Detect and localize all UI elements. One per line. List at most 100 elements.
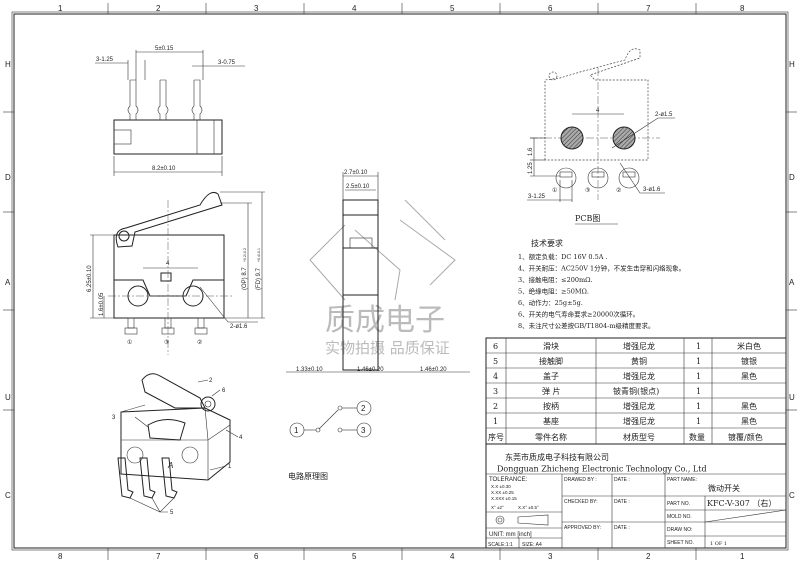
bom-name: 滑块 <box>543 341 559 351</box>
tech-item: 6、开关的电气寿命要求≥20000次循环。 <box>518 310 639 319</box>
pcb-hole <box>560 126 584 150</box>
bom-material: 增强尼龙 <box>623 371 655 381</box>
bom-qty: 1 <box>696 342 701 351</box>
dim-height: 6.25±0.10 <box>87 265 93 292</box>
bom-qty: 1 <box>696 357 701 366</box>
dim-hole-height: 1.6±0.05 <box>99 292 105 316</box>
row-label: D <box>5 173 11 182</box>
checked-by-label: CHECKED BY: <box>564 499 598 505</box>
dim-holes: 2-ø1.6 <box>230 324 248 330</box>
callout-6: 6 <box>222 388 226 394</box>
dim-pitch: 5±0.15 <box>155 46 174 52</box>
tolerance-value: X.XXX ±0.15 <box>491 496 517 501</box>
bom-finish: 黑色 <box>741 401 757 411</box>
column-label: 3 <box>548 552 553 561</box>
part-no-value: KFC-V-307 （右） <box>707 498 776 508</box>
angle-tolerance: X° ±2° <box>491 505 504 510</box>
bom-name: 按柄 <box>543 401 559 411</box>
bom-qty: 1 <box>696 417 701 426</box>
company-name-en: Dongguan Zhicheng Electronic Technology … <box>497 465 707 474</box>
pin-label: ② <box>616 187 621 194</box>
dim-outer-width: 2.7±0.10 <box>344 170 368 176</box>
watermark-brand: 质成电子 <box>325 303 445 338</box>
tolerance-value: X.X ±0.30 <box>491 484 511 489</box>
bom-qty: 1 <box>696 372 701 381</box>
row-label: U <box>5 393 11 402</box>
bom-qty: 1 <box>696 387 701 396</box>
column-label: 8 <box>58 552 63 561</box>
bom-no: 2 <box>493 402 498 411</box>
bom-name: 基座 <box>543 416 559 426</box>
column-label: 3 <box>254 4 259 13</box>
bom-row: 5 接触脚 黄铜 1 镀银 <box>493 356 757 366</box>
dim-op-tolerance: +0.2/-0.2 <box>243 248 247 262</box>
column-label: 8 <box>740 4 745 13</box>
row-label: A <box>5 278 11 287</box>
bom-no: 1 <box>493 417 498 426</box>
drawing-frame: 1 2 3 4 5 6 7 8 8 7 6 5 4 3 2 1 H D A U … <box>3 3 797 561</box>
dim-op: (OP) 8.7 <box>242 267 248 290</box>
row-label: H <box>5 60 11 69</box>
column-label: 1 <box>740 552 745 561</box>
bom-material: 增强尼龙 <box>623 341 655 351</box>
tolerance-value: X.XX ±0.25 <box>491 490 514 495</box>
terminal-label: 2 <box>361 404 366 413</box>
tech-item: 5、绝缘电阻：≥50MΩ. <box>518 287 589 296</box>
isometric-view: A 1 2 3 4 5 6 <box>112 373 243 516</box>
unit-label: UNIT: mm [inch] <box>489 532 532 538</box>
dim-fd-tolerance: +0.4/-0.1 <box>257 248 261 262</box>
date-label: DATE : <box>614 525 630 531</box>
tech-item: 6、动作力：25g±5g. <box>518 298 583 307</box>
row-label: A <box>789 278 795 287</box>
part-name-value: 微动开关 <box>708 483 740 493</box>
column-label: 6 <box>548 4 553 13</box>
tech-item: 3、接触电阻：≤200mΩ. <box>518 275 593 284</box>
bom-finish: 镀银 <box>741 356 757 366</box>
tech-title: 技术要求 <box>531 238 563 248</box>
column-label: 4 <box>352 4 357 13</box>
bom-row: 3 弹 片 铍青铜(银点) 1 <box>493 386 701 396</box>
bom-no: 6 <box>493 342 498 351</box>
date-label: DATE : <box>614 499 630 505</box>
mold-no-label: MOLD NO. <box>667 514 692 520</box>
tolerance-label: TOLERANCE: <box>489 477 528 483</box>
bom-finish: 米白色 <box>737 341 761 351</box>
row-label: C <box>789 491 795 500</box>
scale-label: SCALE:1:1 <box>488 542 513 548</box>
circuit-title: 电路原理图 <box>288 471 328 481</box>
pcb-dim-holes: 2-ø1.5 <box>655 112 673 118</box>
bom-material: 黄铜 <box>631 356 647 366</box>
bom-row: 6 滑块 增强尼龙 1 米白色 <box>493 341 761 351</box>
pcb-hole <box>612 126 636 150</box>
bom-material: 铍青铜(银点) <box>613 386 659 396</box>
row-label: C <box>5 491 11 500</box>
side-view: 2.7±0.10 2.5±0.10 1.33±0.10 1.46±0.20 1.… <box>286 170 470 373</box>
dim-length: 8.2±0.10 <box>152 166 176 172</box>
pin-label: ① <box>552 187 557 194</box>
pcb-dim-pin-holes: 3-ø1.6 <box>643 187 661 193</box>
row-label: D <box>789 173 795 182</box>
angle-tolerance: X.X° ±0.5° <box>518 505 539 510</box>
tech-item: 1、额定负载：DC 16V 0.5A . <box>518 252 608 261</box>
dim-fd: (FD) 9.7 <box>256 267 262 290</box>
callout-4: 4 <box>239 435 243 441</box>
company-name-cn: 东莞市质成电子科技有限公司 <box>505 452 609 462</box>
bom-finish: 黑色 <box>741 371 757 381</box>
dim-pin-thickness: 3-0.75 <box>218 60 236 66</box>
pcb-view: 4 2-ø1.5 1.6 1.25 3-1.25 3-ø1.6 ① ③ ② PC… <box>527 48 675 225</box>
bom-no: 4 <box>493 372 498 381</box>
pcb-dim-v1: 1.6 <box>528 147 534 156</box>
front-view: 4 6.25±0.10 1.6±0.05 (OP) 8.7 +0.2/-0.2 … <box>87 191 265 355</box>
dim-bottom: 1.33±0.10 <box>296 367 323 373</box>
bom-no: 5 <box>493 357 498 366</box>
bom-row: 4 盖子 增强尼龙 1 黑色 <box>493 371 757 381</box>
bom-row: 2 按柄 增强尼龙 1 黑色 <box>493 401 757 411</box>
callout-3: 3 <box>112 415 116 421</box>
pin-label: ① <box>127 339 132 346</box>
draw-no-label: DRAW NO: <box>667 527 692 533</box>
pin-label: ③ <box>585 187 590 194</box>
isometric-marking: A <box>167 461 173 470</box>
size-label: SIZE: A4 <box>522 542 542 548</box>
watermark-slogan: 实物拍摄 品质保证 <box>325 339 450 357</box>
